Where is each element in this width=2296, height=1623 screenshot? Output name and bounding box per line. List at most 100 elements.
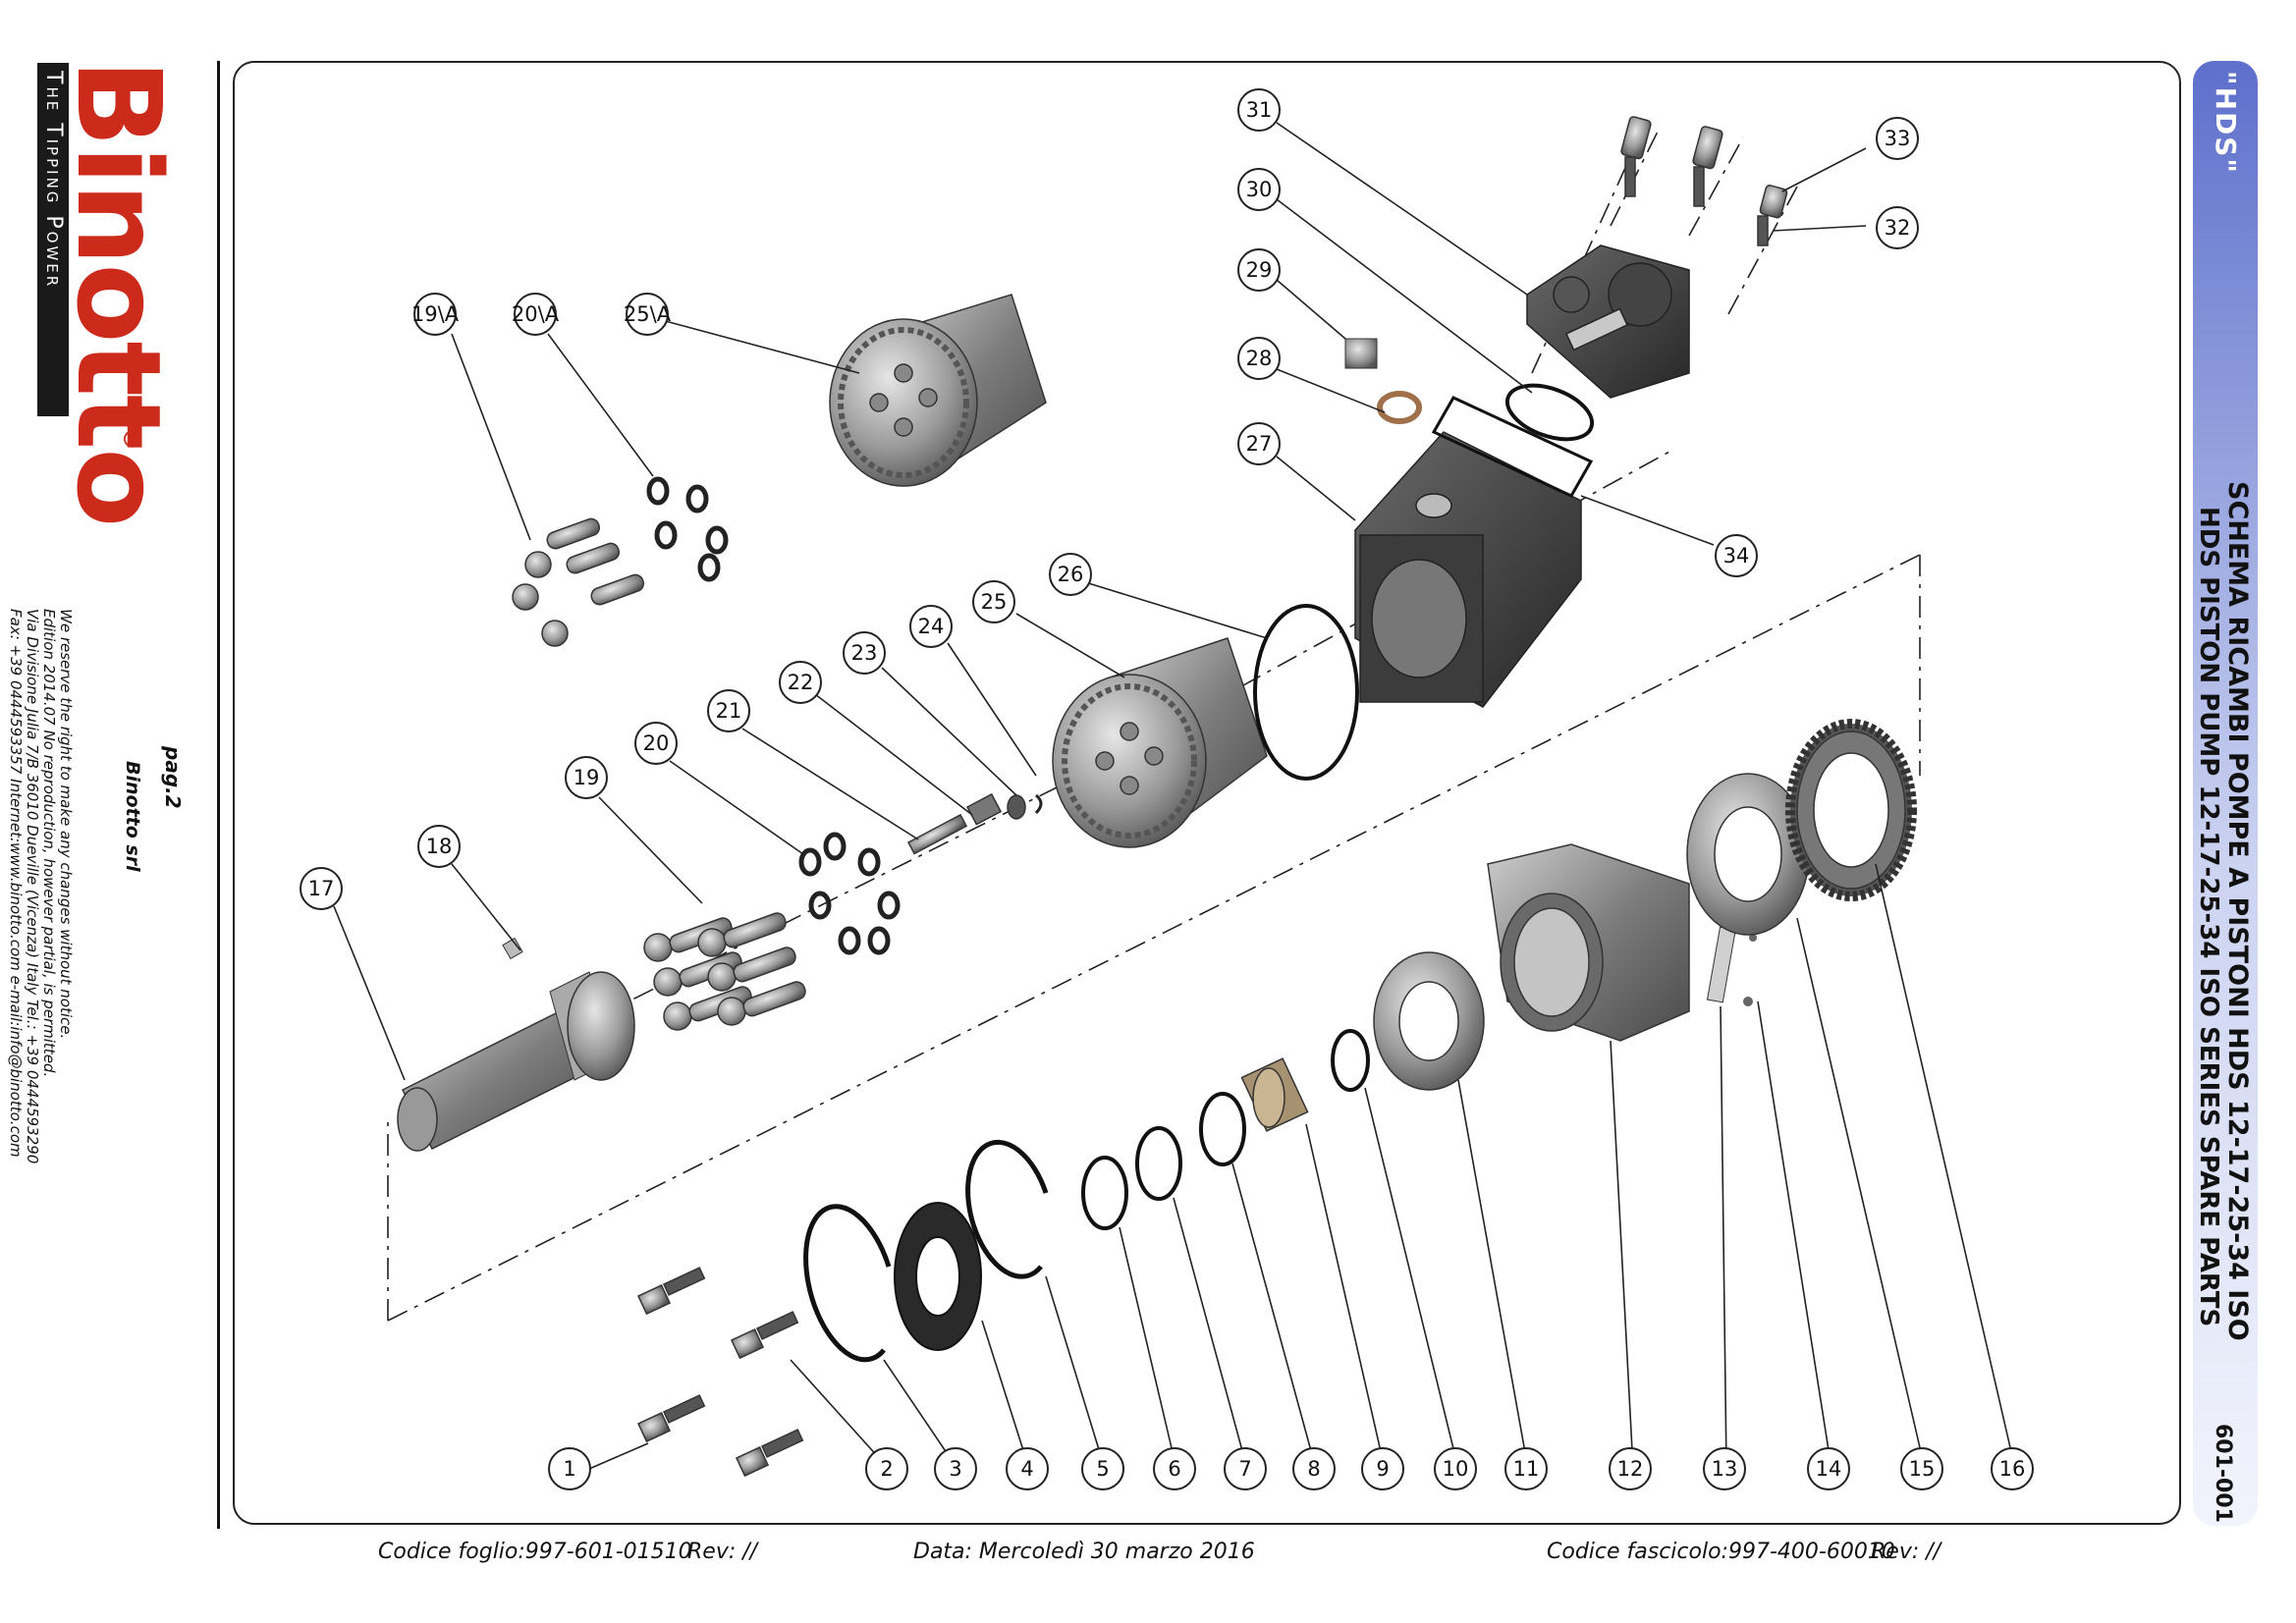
- head-screws: [1620, 116, 1788, 246]
- callout-circle: [1703, 1447, 1746, 1490]
- cylinder-block-a: [829, 294, 1047, 487]
- callout-circle: [1237, 422, 1281, 465]
- callout-circle: [1876, 206, 1919, 249]
- o-rings-20a: [646, 476, 729, 582]
- footer-date: Data: Mercoledì 30 marzo 2016: [913, 1540, 1255, 1564]
- notice-line: Fax: +39 0444593357 Internet:www.binotto…: [7, 609, 25, 1158]
- callout-label: 24: [918, 615, 945, 638]
- o-ring-large: [1253, 604, 1359, 781]
- callout-label: 13: [1712, 1457, 1738, 1481]
- callout-label: 28: [1246, 347, 1273, 370]
- leader-lines: [333, 122, 2016, 1470]
- circlip-5: [965, 1139, 1049, 1279]
- registered-mark: ®: [118, 427, 145, 451]
- callout-circle: [934, 1447, 977, 1490]
- callout-12: 12: [1609, 1447, 1652, 1490]
- callout-3: 3: [934, 1447, 977, 1490]
- callout-label: 2: [880, 1457, 893, 1481]
- callout-29: 29: [1237, 248, 1281, 292]
- callout-circle: [300, 867, 343, 910]
- seal-ring-28: [1377, 391, 1422, 424]
- o-rings-20: [798, 832, 901, 955]
- callout-circle: [843, 631, 886, 675]
- callout-label: 26: [1058, 563, 1084, 586]
- callout-14: 14: [1807, 1447, 1850, 1490]
- ring-6: [1081, 1156, 1128, 1230]
- callout-circle: [417, 825, 461, 868]
- callout-6: 6: [1153, 1447, 1196, 1490]
- callout-label: 6: [1168, 1457, 1180, 1481]
- callout-label: 19: [574, 766, 600, 789]
- callout-circle: [1361, 1447, 1404, 1490]
- callout-label: 23: [851, 641, 878, 665]
- left-separator: [217, 61, 220, 1529]
- callout-circle: [1900, 1447, 1943, 1490]
- callout-circle: [565, 756, 608, 799]
- callout-31: 31: [1237, 88, 1281, 132]
- callout-circle: [865, 1447, 908, 1490]
- callout-label: 1: [563, 1457, 575, 1481]
- callout-label: 22: [788, 671, 814, 694]
- callout-11: 11: [1504, 1447, 1548, 1490]
- callout-9: 9: [1361, 1447, 1404, 1490]
- callout-label: 30: [1246, 178, 1273, 201]
- callout-circle: [972, 580, 1015, 623]
- page-number: pag.2: [161, 746, 185, 809]
- flange-12: [1487, 843, 1690, 1042]
- callout-circle: [1081, 1447, 1124, 1490]
- pin-assembly: [906, 792, 1043, 855]
- callout-25-A: 25\A: [624, 293, 672, 336]
- callout-4: 4: [1006, 1447, 1049, 1490]
- callout-5: 5: [1081, 1447, 1124, 1490]
- callout-18: 18: [417, 825, 461, 868]
- callout-circle: [548, 1447, 591, 1490]
- circlip-3: [803, 1204, 892, 1363]
- callout-33: 33: [1876, 117, 1919, 160]
- callout-label: 14: [1816, 1457, 1842, 1481]
- hds-badge: "HDS": [2210, 71, 2242, 176]
- callout-21: 21: [707, 689, 750, 732]
- callout-13: 13: [1703, 1447, 1746, 1490]
- callout-22: 22: [779, 661, 822, 704]
- title-italian: SCHEMA RICAMBI POMPE A PISTONI HDS 12-17…: [2222, 481, 2253, 1341]
- pump-head: [1526, 244, 1690, 399]
- callout-30: 30: [1237, 168, 1281, 211]
- callout-19-A: 19\A: [411, 293, 460, 336]
- callout-circle: [1991, 1447, 2034, 1490]
- bushing-9: [1240, 1057, 1309, 1132]
- fitting-29: [1344, 338, 1378, 369]
- callout-label: 27: [1246, 432, 1273, 456]
- callout-label: 16: [1999, 1457, 2026, 1481]
- callout-label: 19\A: [411, 302, 460, 326]
- callout-label: 33: [1885, 127, 1911, 150]
- plate-13: [1706, 926, 1736, 1003]
- callout-label: 25\A: [624, 302, 672, 326]
- brand-strip: Binotto ® The Tipping Power pag.2 Binott…: [0, 0, 218, 1623]
- callout-label: 12: [1617, 1457, 1644, 1481]
- callout-circle: [514, 293, 557, 336]
- callout-circle: [413, 293, 457, 336]
- callout-label: 32: [1885, 216, 1911, 240]
- callout-19: 19: [565, 756, 608, 799]
- callout-32: 32: [1876, 206, 1919, 249]
- ring-7: [1135, 1126, 1182, 1201]
- callout-label: 18: [426, 835, 453, 858]
- callout-label: 7: [1238, 1457, 1251, 1481]
- title-bar: [2193, 61, 2258, 1526]
- footer-rev-2: Rev: //: [1871, 1540, 1941, 1564]
- callout-label: 4: [1020, 1457, 1033, 1481]
- pump-housing: [1354, 431, 1582, 708]
- company-name: Binotto srl: [122, 761, 143, 872]
- callout-24: 24: [909, 605, 953, 648]
- callout-circle: [1006, 1447, 1049, 1490]
- company-notice: We reserve the right to make any changes…: [7, 609, 75, 1164]
- callout-1: 1: [548, 1447, 591, 1490]
- callout-2: 2: [865, 1447, 908, 1490]
- drawing-frame: [233, 61, 2181, 1525]
- o-ring-10: [1331, 1029, 1370, 1092]
- callout-25: 25: [972, 580, 1015, 623]
- notice-line: Via Divisione Julia 7/B 36010 Dueville (…: [24, 609, 41, 1164]
- callout-label: 25: [981, 590, 1008, 614]
- footer-codice-fascicolo: Codice fascicolo:997-400-60010: [1547, 1540, 1895, 1564]
- callout-circle: [1609, 1447, 1652, 1490]
